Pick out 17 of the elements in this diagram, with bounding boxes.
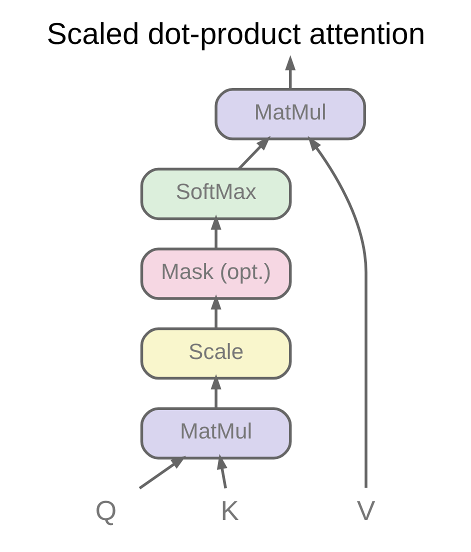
arrow — [210, 294, 221, 329]
node-box: MatMul — [214, 88, 366, 140]
arrow — [237, 136, 270, 170]
diagram-title: Scaled dot-product attention — [46, 18, 425, 51]
arrow — [210, 214, 221, 249]
node-box: SoftMax — [140, 168, 292, 220]
node-box: MatMul — [140, 407, 292, 460]
node-text: Q — [94, 495, 116, 526]
arrow — [307, 136, 367, 488]
arrow — [284, 55, 296, 90]
arrow — [216, 454, 227, 488]
arrow — [210, 374, 221, 408]
node-text: V — [356, 495, 375, 526]
arrow — [138, 456, 186, 490]
node-box: Mask (opt.) — [140, 248, 292, 300]
node-text: K — [220, 495, 238, 526]
node-box: Scale — [140, 327, 292, 380]
